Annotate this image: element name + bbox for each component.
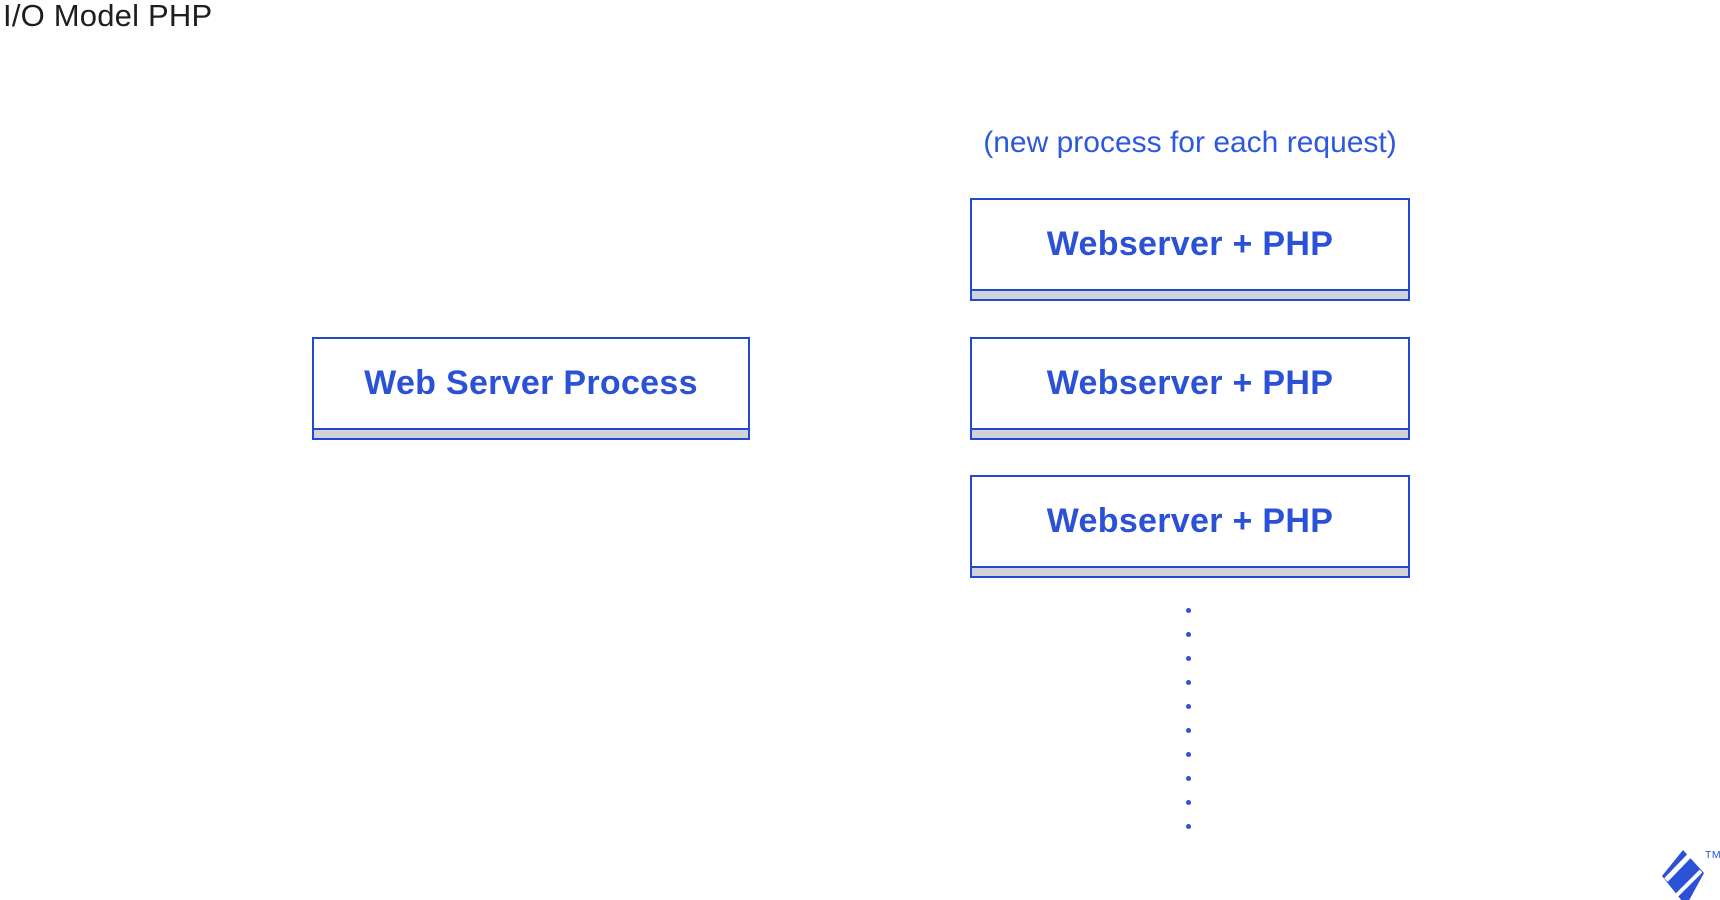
ellipsis-dot	[1186, 680, 1191, 685]
webserver-php-box-2: Webserver + PHP	[970, 337, 1410, 440]
box-base-strip	[970, 568, 1410, 578]
ellipsis-dots	[1186, 608, 1191, 829]
page-title: I/O Model PHP	[3, 0, 213, 33]
box-label: Webserver + PHP	[1046, 364, 1334, 402]
ellipsis-dot	[1186, 656, 1191, 661]
box-base-strip	[970, 430, 1410, 440]
box-base-strip	[970, 291, 1410, 301]
box-label: Webserver + PHP	[1046, 225, 1334, 263]
box-body: Webserver + PHP	[970, 337, 1410, 430]
box-label: Webserver + PHP	[1046, 502, 1334, 540]
toptal-logo: TM	[1660, 848, 1720, 900]
trademark-label: TM	[1705, 849, 1720, 861]
ellipsis-dot	[1186, 824, 1191, 829]
annotation-new-process: (new process for each request)	[983, 126, 1397, 159]
toptal-logo-icon	[1662, 850, 1704, 900]
webserver-php-box-1: Webserver + PHP	[970, 198, 1410, 301]
ellipsis-dot	[1186, 728, 1191, 733]
ellipsis-dot	[1186, 752, 1191, 757]
box-body: Webserver + PHP	[970, 475, 1410, 568]
ellipsis-dot	[1186, 632, 1191, 637]
ellipsis-dot	[1186, 608, 1191, 613]
ellipsis-dot	[1186, 704, 1191, 709]
box-body: Webserver + PHP	[970, 198, 1410, 291]
web-server-process-box: Web Server Process	[312, 337, 750, 440]
box-base-strip	[312, 430, 750, 440]
ellipsis-dot	[1186, 800, 1191, 805]
box-body: Web Server Process	[312, 337, 750, 430]
webserver-php-box-3: Webserver + PHP	[970, 475, 1410, 578]
ellipsis-dot	[1186, 776, 1191, 781]
box-label: Web Server Process	[364, 364, 698, 402]
